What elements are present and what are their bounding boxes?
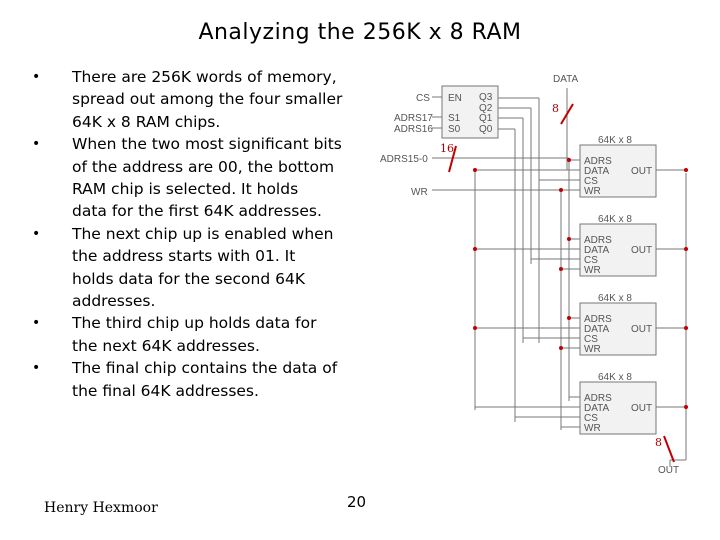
chip-pin-data: DATA	[584, 245, 610, 256]
decoder-input-wires	[432, 96, 442, 129]
chip-pin-adrs: ADRS	[584, 235, 612, 246]
chip-box	[579, 223, 657, 277]
ram-chip-1: 64K x 8 ADRS DATA CS WR OUT	[579, 135, 657, 198]
slide-title: Analyzing the 256K x 8 RAM	[198, 20, 522, 45]
chip-pin-out: OUT	[631, 324, 652, 335]
chip-pin-data: DATA	[584, 166, 610, 177]
bullet-line: 64K x 8 RAM chips.	[72, 112, 221, 131]
bullet-dot: •	[32, 225, 41, 242]
out-bus-width: 8	[655, 436, 662, 449]
bullet-dot: •	[32, 360, 41, 377]
bullet-list: • There are 256K words of memory, spread…	[26, 66, 376, 402]
chip-connections	[475, 159, 686, 428]
bullet-dot: •	[32, 315, 41, 332]
bullet-item: • The final chip contains the data of th…	[26, 357, 376, 402]
bullet-line: When the two most significant bits	[72, 135, 342, 154]
chip-title: 64K x 8	[598, 214, 632, 225]
bus-wiring	[432, 88, 687, 467]
decoder-block: EN S1 S0 Q3 Q2 Q1 Q0 CS ADRS17 ADRS16	[394, 85, 499, 139]
adrs-bus-label: ADRS15-0	[380, 154, 428, 165]
junction-dots	[473, 158, 688, 409]
decoder-pin-q0: Q0	[479, 124, 493, 135]
chip-box	[579, 381, 657, 435]
bullet-item: • The next chip up is enabled when the a…	[26, 223, 376, 313]
decoder-input-adrs16: ADRS16	[394, 124, 433, 135]
chip-pin-out: OUT	[631, 403, 652, 414]
decoder-pin-en: EN	[448, 93, 462, 104]
chip-pin-wr: WR	[584, 344, 601, 355]
decoder-box	[441, 85, 499, 139]
decoder-pin-q2: Q2	[479, 103, 493, 114]
chip-pin-wr: WR	[584, 265, 601, 276]
wr-label: WR	[411, 187, 428, 198]
bullet-item: • When the two most significant bits of …	[26, 133, 376, 223]
out-label: OUT	[658, 465, 679, 476]
decoder-pin-s0: S0	[448, 124, 461, 135]
decoder-input-adrs17: ADRS17	[394, 113, 433, 124]
chip-pin-adrs: ADRS	[584, 393, 612, 404]
chip-pin-data: DATA	[584, 324, 610, 335]
chip-pin-out: OUT	[631, 245, 652, 256]
bullet-line: the final 64K addresses.	[72, 381, 259, 400]
chip-pin-adrs: ADRS	[584, 156, 612, 167]
bullet-line: the address starts with 01. It	[72, 247, 296, 266]
decoder-pin-q3: Q3	[479, 92, 493, 103]
adrs-bus-width: 16	[440, 142, 454, 155]
decoder-input-cs: CS	[416, 93, 430, 104]
bullet-line: spread out among the four smaller	[72, 90, 343, 109]
ram-chip-2: 64K x 8 ADRS DATA CS WR OUT	[579, 214, 657, 277]
chip-title: 64K x 8	[598, 135, 632, 146]
bullet-line: RAM chip is selected. It holds	[72, 180, 299, 199]
bullet-line: the next 64K addresses.	[72, 336, 260, 355]
bullet-line: data for the first 64K addresses.	[72, 202, 322, 221]
chip-box	[579, 302, 657, 356]
decoder-pin-q1: Q1	[479, 113, 493, 124]
chip-box	[579, 144, 657, 198]
bullet-dot: •	[32, 136, 41, 153]
chip-pin-cs: CS	[584, 176, 598, 187]
chip-title: 64K x 8	[598, 293, 632, 304]
chip-pin-wr: WR	[584, 186, 601, 197]
chip-pin-out: OUT	[631, 166, 652, 177]
bullet-line: There are 256K words of memory,	[72, 68, 337, 86]
chip-pin-cs: CS	[584, 413, 598, 424]
bullet-line: addresses.	[72, 292, 156, 311]
bullet-line: The next chip up is enabled when	[72, 224, 334, 243]
data-bus-label: DATA	[553, 74, 579, 85]
author-name: Henry Hexmoor	[44, 500, 158, 516]
ram-chip-3: 64K x 8 ADRS DATA CS WR OUT	[579, 293, 657, 356]
bullet-line: holds data for the second 64K	[72, 269, 305, 288]
ram-chip-4: 64K x 8 ADRS DATA CS WR OUT	[579, 372, 657, 435]
page-number: 20	[347, 493, 367, 511]
decoder-pin-s1: S1	[448, 113, 461, 124]
chip-pin-adrs: ADRS	[584, 314, 612, 325]
chip-pin-cs: CS	[584, 255, 598, 266]
bullet-item: • The third chip up holds data for the n…	[26, 312, 376, 357]
chip-pin-wr: WR	[584, 423, 601, 434]
chip-pin-cs: CS	[584, 334, 598, 345]
chip-pin-data: DATA	[584, 403, 610, 414]
bullet-line: The final chip contains the data of	[72, 359, 338, 378]
bullet-line: of the address are 00, the bottom	[72, 157, 335, 176]
chip-title: 64K x 8	[598, 372, 632, 383]
bullet-line: The third chip up holds data for	[72, 314, 317, 333]
bullet-dot: •	[32, 69, 41, 85]
data-bus-width: 8	[552, 102, 559, 115]
bus-width-markers	[448, 103, 675, 463]
bullet-item: • There are 256K words of memory, spread…	[26, 66, 376, 133]
